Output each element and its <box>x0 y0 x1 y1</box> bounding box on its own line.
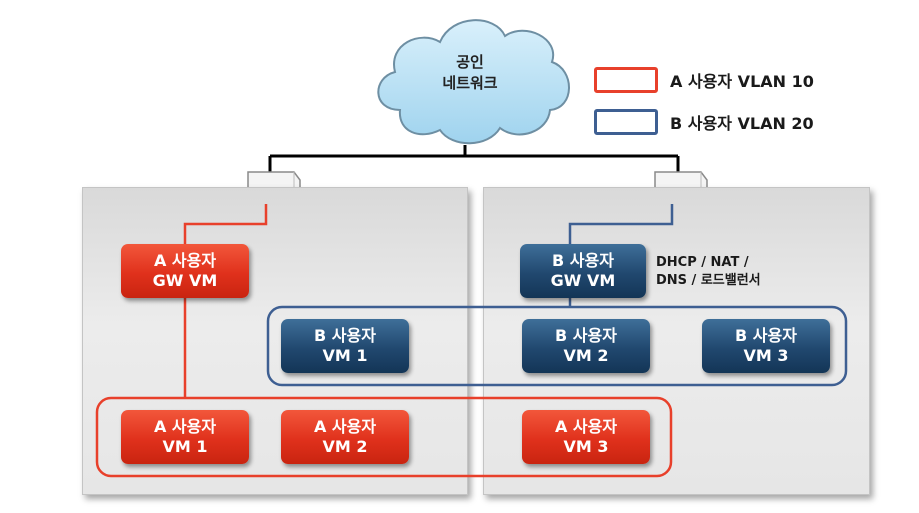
vm-node-a-3: A 사용자 VM 3 <box>522 410 650 464</box>
vm-node-a-gw: A 사용자 GW VM <box>121 244 249 298</box>
legend-swatch-vlan-10 <box>594 67 658 93</box>
vm-node-a-1: A 사용자 VM 1 <box>121 410 249 464</box>
vm-label-line2: VM 3 <box>743 346 789 365</box>
vm-label-line2: GW VM <box>152 271 218 290</box>
vlan-20-group-outline <box>266 305 848 387</box>
vm-label-line2: VM 1 <box>322 346 368 365</box>
vm-label-line1: B 사용자 <box>314 326 376 345</box>
vm-label-line2: GW VM <box>550 271 616 290</box>
gw-services-note: DHCP / NAT / DNS / 로드밸런서 <box>656 254 761 290</box>
vlan-10-link <box>183 204 268 398</box>
cloud-label-line2: 네트워크 <box>442 74 498 92</box>
cloud-label: 공인 네트워크 <box>395 52 545 94</box>
legend-swatch-vlan-20 <box>594 109 658 135</box>
vm-label-line1: B 사용자 <box>552 251 614 270</box>
vm-label-line1: A 사용자 <box>153 417 217 436</box>
vm-node-a-2: A 사용자 VM 2 <box>281 410 409 464</box>
vlan-20-link <box>568 204 674 307</box>
vm-label-line1: B 사용자 <box>555 326 617 345</box>
vm-node-b-2: B 사용자 VM 2 <box>522 319 650 373</box>
cloud-icon <box>377 19 570 145</box>
vm-label-line2: VM 2 <box>563 346 609 365</box>
vm-label-line1: A 사용자 <box>153 251 217 270</box>
gw-services-note-line1: DHCP / NAT / <box>656 255 749 270</box>
vm-node-b-gw: B 사용자 GW VM <box>520 244 646 298</box>
vlan-10-group-outline <box>95 396 673 478</box>
vm-node-b-3: B 사용자 VM 3 <box>702 319 830 373</box>
vm-label-line2: VM 3 <box>563 437 609 456</box>
vm-node-b-1: B 사용자 VM 1 <box>281 319 409 373</box>
public-network-lines <box>268 145 680 172</box>
vm-label-line1: B 사용자 <box>735 326 797 345</box>
gw-services-note-line2: DNS / 로드밸런서 <box>656 273 761 288</box>
vm-label-line2: VM 1 <box>162 437 208 456</box>
vm-label-line1: A 사용자 <box>313 417 377 436</box>
vm-label-line2: VM 2 <box>322 437 368 456</box>
vm-label-line1: A 사용자 <box>554 417 618 436</box>
legend-label-vlan-10: A 사용자 VLAN 10 <box>670 72 814 91</box>
cloud-label-line1: 공인 <box>456 53 484 71</box>
legend-label-vlan-20: B 사용자 VLAN 20 <box>670 114 814 133</box>
